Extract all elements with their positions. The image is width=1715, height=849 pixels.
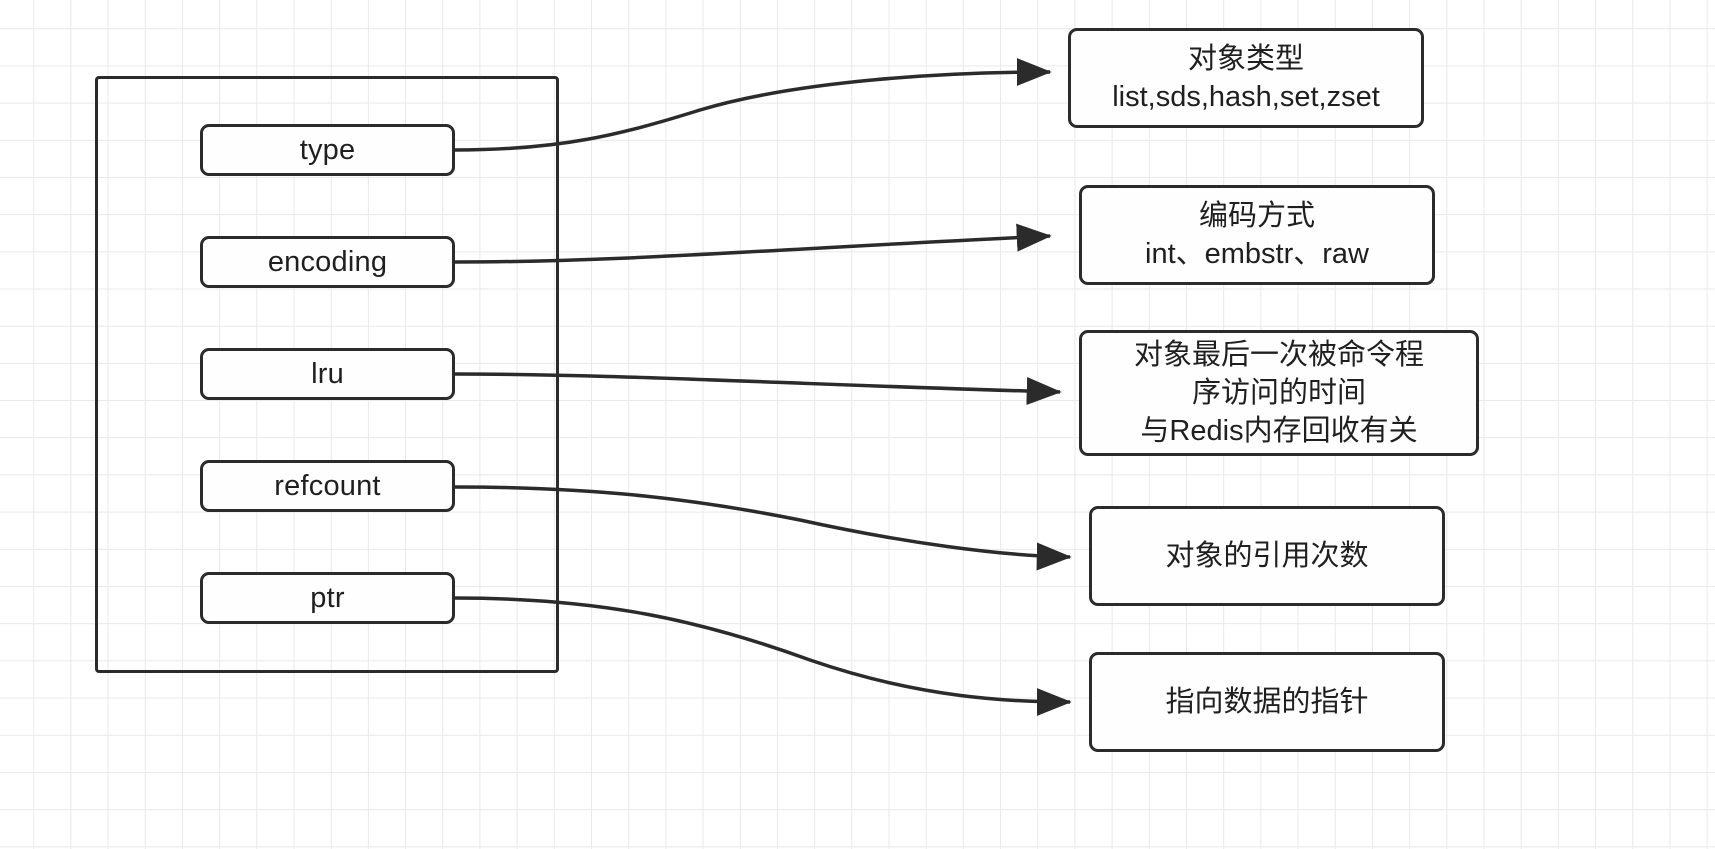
desc-box-refcount[interactable]: 对象的引用次数 xyxy=(1089,506,1445,606)
field-label-encoding: encoding xyxy=(267,245,388,278)
desc-box-encoding[interactable]: 编码方式 int、embstr、raw xyxy=(1079,185,1435,285)
desc-box-type[interactable]: 对象类型 list,sds,hash,set,zset xyxy=(1068,28,1424,128)
field-box-lru[interactable]: lru xyxy=(200,348,455,400)
field-box-encoding[interactable]: encoding xyxy=(200,236,455,288)
desc-box-lru[interactable]: 对象最后一次被命令程 序访问的时间 与Redis内存回收有关 xyxy=(1079,330,1479,456)
desc-line: list,sds,hash,set,zset xyxy=(1112,81,1380,113)
desc-line: 对象类型 xyxy=(1187,42,1304,75)
field-box-type[interactable]: type xyxy=(200,124,455,176)
desc-line: 对象最后一次被命令程 xyxy=(1133,338,1424,371)
desc-line: 编码方式 xyxy=(1198,199,1315,232)
field-label-ptr: ptr xyxy=(310,581,345,614)
desc-line: 序访问的时间 xyxy=(1191,376,1366,409)
field-box-ptr[interactable]: ptr xyxy=(200,572,455,624)
desc-line: 与Redis内存回收有关 xyxy=(1140,415,1418,448)
desc-line: int、embstr、raw xyxy=(1145,238,1369,270)
field-box-refcount[interactable]: refcount xyxy=(200,460,455,512)
field-label-refcount: refcount xyxy=(274,469,381,502)
desc-line: 指向数据的指针 xyxy=(1165,685,1369,718)
redis-object-container[interactable] xyxy=(95,76,559,673)
desc-line: 对象的引用次数 xyxy=(1165,539,1369,572)
field-label-type: type xyxy=(299,133,356,166)
field-label-lru: lru xyxy=(311,357,344,390)
desc-box-ptr[interactable]: 指向数据的指针 xyxy=(1089,652,1445,752)
